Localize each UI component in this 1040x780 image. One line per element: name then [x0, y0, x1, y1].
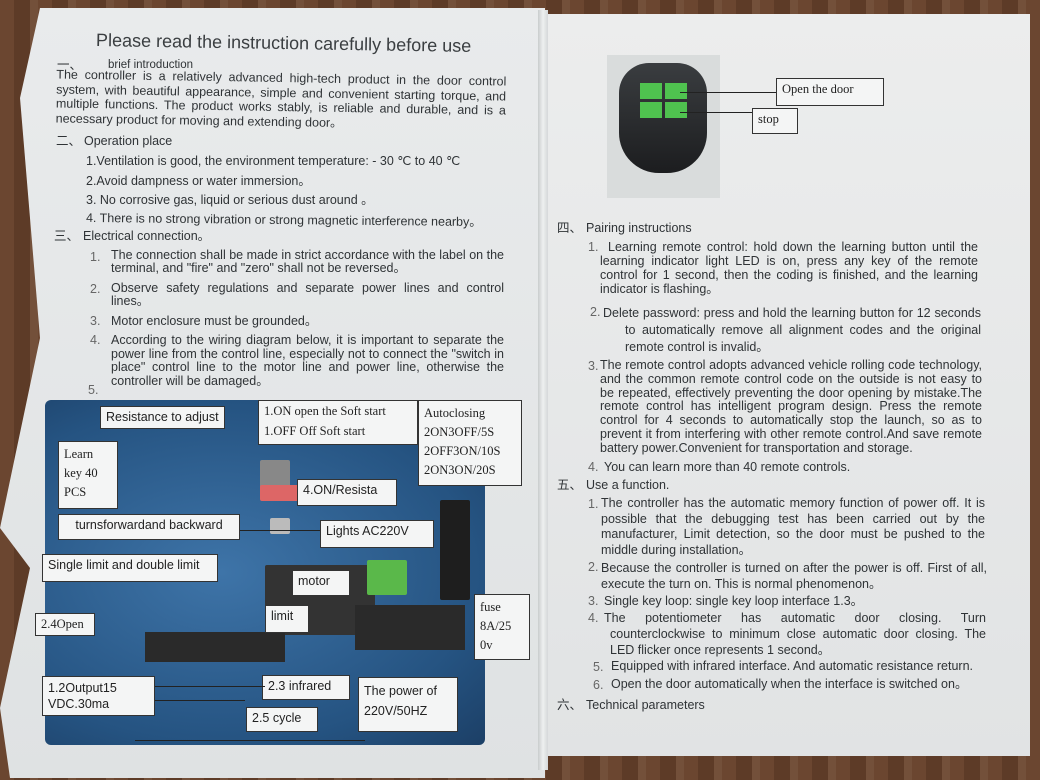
label-limit: limit [265, 605, 309, 633]
autoclosing-option: 2OFF3ON/10S [424, 444, 501, 458]
section-heading: Pairing instructions [586, 221, 692, 235]
autoclosing-option: 2ON3OFF/5S [424, 425, 495, 439]
label-infrared: 2.3 infrared [262, 675, 350, 700]
fuse-line: 8A/25 [480, 619, 512, 633]
list-item: Learning remote control: hold down the l… [600, 240, 978, 296]
output-line: VDC.30ma [48, 697, 110, 711]
list-item: 1.Ventilation is good, the environment t… [86, 154, 461, 168]
item-number: 1. [588, 240, 599, 254]
connector-line [240, 530, 320, 531]
item-number: 3. [588, 594, 599, 608]
arrow-line [680, 92, 776, 93]
section-heading: brief introduction [108, 59, 194, 71]
green-terminal [367, 560, 407, 595]
list-item: Because the controller is turned on afte… [601, 561, 987, 591]
list-item: Open the door automatically when the int… [611, 677, 968, 691]
relay [440, 500, 470, 600]
label-open-door: Open the door [776, 78, 884, 106]
item-number: 4. [90, 333, 101, 347]
fuse-line: fuse [480, 600, 501, 614]
label-power: The power of 220V/50HZ [358, 677, 458, 732]
section-heading: Electrical connection。 [83, 229, 211, 243]
section-marker: 一、 [57, 58, 83, 72]
connector-line [155, 700, 245, 701]
item-number: 6. [593, 678, 604, 692]
section-heading: Use a function. [586, 478, 670, 492]
autoclosing-option: 2ON3ON/20S [424, 463, 496, 477]
label-open: 2.4Open [35, 613, 95, 636]
soft-start-off: 1.OFF Off Soft start [264, 424, 366, 438]
section-heading: Technical parameters [586, 698, 705, 712]
intro-paragraph: The controller is a relatively advanced … [55, 67, 507, 130]
label-resista: 4.ON/Resista [297, 479, 397, 506]
learn-line: PCS [64, 485, 87, 499]
page-spine [538, 10, 548, 770]
remote-button [640, 83, 662, 99]
item-number: 5. [88, 383, 99, 397]
section-marker: 二、 [56, 134, 82, 148]
label-soft-start: 1.ON open the Soft start 1.OFF Off Soft … [258, 400, 418, 445]
learn-line: key 40 [64, 466, 98, 480]
slide-switch [270, 518, 290, 534]
label-output: 1.2Output15 VDC.30ma [42, 676, 155, 716]
label-stop: stop [752, 108, 798, 134]
section-marker: 六、 [557, 698, 583, 712]
list-item: Motor enclosure must be grounded。 [111, 314, 318, 328]
item-number: 4. [588, 611, 599, 625]
label-resistance: Resistance to adjust [100, 406, 225, 429]
item-number: 1. [588, 497, 599, 511]
label-limit-mode: Single limit and double limit [42, 554, 218, 582]
arrow-line [680, 112, 752, 113]
label-turns: turnsforwardand backward [58, 514, 240, 540]
connector-line [135, 740, 365, 741]
list-item: Equipped with infrared interface. And au… [611, 659, 974, 673]
terminal-strip [145, 632, 285, 662]
remote-button [665, 83, 687, 99]
remote-control-photo [607, 55, 720, 198]
section-marker: 四、 [557, 221, 583, 235]
connector-line [155, 686, 265, 687]
item-number: 2. [90, 282, 101, 296]
terminal-strip [355, 605, 465, 650]
item-number: 3. [588, 359, 599, 373]
page-title: Please read the instruction carefully be… [95, 30, 472, 56]
list-item: 2.Avoid dampness or water immersion。 [86, 174, 311, 188]
list-item: According to the wiring diagram below, i… [111, 333, 504, 388]
section-marker: 五、 [557, 478, 583, 492]
list-item: The potentiometer has automatic door clo… [604, 611, 986, 657]
list-item: The controller has the automatic memory … [601, 496, 985, 557]
remote-body [619, 63, 707, 173]
autoclosing-title: Autoclosing [424, 406, 486, 420]
label-learn: Learn key 40 PCS [58, 441, 118, 509]
list-item: Observe safety regulations and separate … [111, 281, 504, 308]
item-number: 5. [593, 660, 604, 674]
label-autoclosing: Autoclosing 2ON3OFF/5S 2OFF3ON/10S 2ON3O… [418, 400, 522, 486]
label-lights: Lights AC220V [320, 520, 434, 548]
remote-button [640, 102, 662, 118]
list-item: The remote control adopts advanced vehic… [600, 358, 982, 455]
item-number: 3. [90, 314, 101, 328]
list-item: The connection shall be made in strict a… [111, 248, 504, 275]
dip-switch [260, 485, 300, 501]
item-number: 2. [590, 305, 601, 319]
label-fuse: fuse 8A/25 0v [474, 594, 530, 660]
item-number: 1. [90, 250, 101, 264]
label-cycle: 2.5 cycle [246, 707, 318, 732]
section-marker: 三、 [54, 229, 80, 243]
item-number: 2. [588, 560, 599, 574]
output-line: 1.2Output15 [48, 681, 117, 695]
list-item: 3. No corrosive gas, liquid or serious d… [86, 193, 374, 207]
section-heading: Operation place [84, 134, 173, 148]
learn-line: Learn [64, 447, 94, 461]
fuse-line: 0v [480, 638, 493, 652]
list-item: You can learn more than 40 remote contro… [604, 460, 851, 474]
power-line: 220V/50HZ [364, 704, 428, 718]
list-item: Single key loop: single key loop interfa… [604, 594, 864, 608]
list-item: Delete password: press and hold the lear… [603, 306, 981, 354]
power-line: The power of [364, 684, 437, 698]
item-number: 4. [588, 460, 599, 474]
soft-start-on: 1.ON open the Soft start [264, 404, 386, 418]
remote-button [665, 102, 687, 118]
label-motor: motor [292, 570, 350, 596]
